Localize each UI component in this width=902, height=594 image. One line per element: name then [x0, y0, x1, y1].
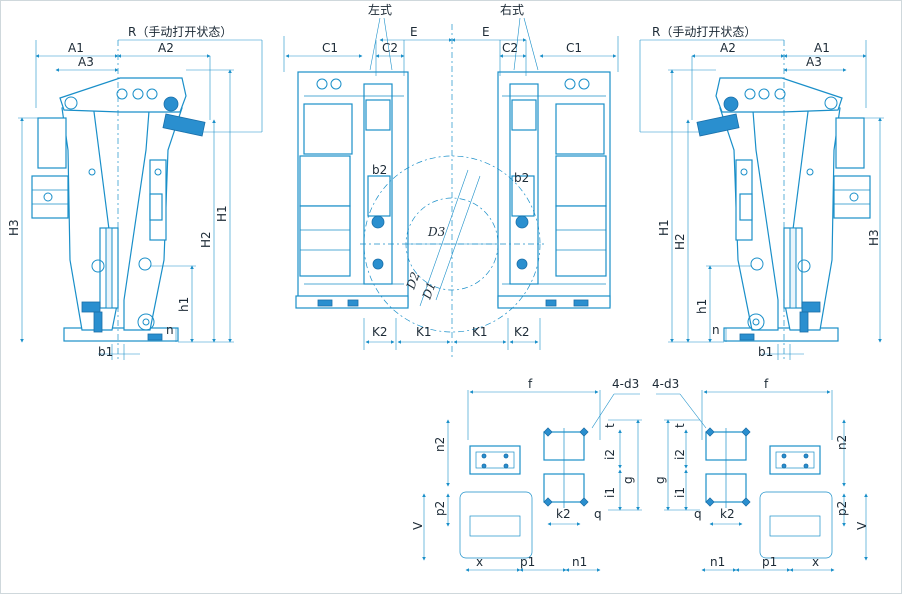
label-d3-left: 4-d3 [612, 377, 639, 391]
label-a1-right: A1 [814, 41, 830, 55]
label-r-manual-right: R（手动打开状态） [652, 25, 756, 39]
center-dimensions [283, 17, 619, 350]
label-n1-left: n1 [572, 555, 587, 569]
label-d2: D2 [403, 270, 422, 292]
left-mounting-plan [422, 390, 642, 572]
label-h1-left: H1 [215, 205, 229, 222]
label-k1-right: K1 [472, 325, 488, 339]
label-h1-right: H1 [657, 219, 671, 236]
label-i1-right: i1 [673, 487, 687, 498]
label-v-left: V [411, 521, 425, 530]
label-h2-left: H2 [199, 231, 213, 248]
label-right-style: 右式 [500, 2, 524, 17]
label-b1-right: b1 [758, 345, 773, 359]
label-left-style: 左式 [368, 2, 392, 17]
label-d3: D3 [427, 225, 446, 239]
label-k2-small-left: k2 [556, 507, 571, 521]
label-a3-right: A3 [806, 55, 822, 69]
label-i1-left: i1 [603, 487, 617, 498]
label-n1-right: n1 [710, 555, 725, 569]
label-c1-right: C1 [566, 41, 582, 55]
label-h1-small-left: h1 [177, 297, 191, 312]
label-c1-left: C1 [322, 41, 338, 55]
label-n-right: n [712, 323, 720, 337]
label-h3-left: H3 [7, 219, 21, 236]
label-q-left: q [594, 507, 602, 521]
label-b2-left: b2 [372, 163, 387, 177]
label-d3-right: 4-d3 [652, 377, 679, 391]
label-k2-small-right: k2 [720, 507, 735, 521]
label-i2-left: i2 [603, 449, 617, 460]
label-h3-right: H3 [867, 229, 881, 246]
label-h1-small-right: h1 [695, 299, 709, 314]
label-f-left: f [528, 377, 533, 391]
label-a1-left: A1 [68, 41, 84, 55]
left-side-view [18, 39, 263, 360]
label-a2-right: A2 [720, 41, 736, 55]
label-g-right: g [653, 476, 667, 484]
label-t-right: t [673, 423, 687, 428]
brake-drum [360, 24, 544, 360]
label-r-manual-left: R（手动打开状态） [128, 25, 232, 39]
label-h2-right: H2 [673, 233, 687, 250]
label-b1-left: b1 [98, 345, 113, 359]
label-i2-right: i2 [673, 449, 687, 460]
label-p2-right: p2 [835, 501, 849, 516]
label-f-right: f [764, 377, 769, 391]
right-front-view [497, 71, 611, 309]
label-d1: D1 [419, 280, 438, 302]
label-k1-left: K1 [416, 325, 432, 339]
label-p2-left: p2 [433, 501, 447, 516]
dimension-labels: 左式 右式 R（手动打开状态） R（手动打开状态） A1 A2 A3 A2 A1… [7, 2, 881, 569]
label-k2-right: K2 [514, 325, 530, 339]
label-c2-left: C2 [382, 41, 398, 55]
label-e-right: E [482, 25, 490, 39]
label-n2-right: n2 [835, 435, 849, 450]
label-n-left: n [166, 323, 174, 337]
label-t-left: t [603, 423, 617, 428]
label-a3-left: A3 [78, 55, 94, 69]
label-n2-left: n2 [433, 437, 447, 452]
left-front-view [295, 71, 409, 309]
label-x-left: x [476, 555, 483, 569]
label-g-left: g [621, 476, 635, 484]
right-side-view [639, 39, 884, 360]
label-k2-left: K2 [372, 325, 388, 339]
label-p1-right: p1 [762, 555, 777, 569]
label-x-right: x [812, 555, 819, 569]
label-v-right: V [855, 521, 869, 530]
label-e-left: E [410, 25, 418, 39]
label-p1-left: p1 [520, 555, 535, 569]
right-mounting-plan [656, 390, 868, 572]
label-q-right: q [694, 507, 702, 521]
label-a2-left: A2 [158, 41, 174, 55]
label-b2-right: b2 [514, 171, 529, 185]
label-c2-right: C2 [502, 41, 518, 55]
